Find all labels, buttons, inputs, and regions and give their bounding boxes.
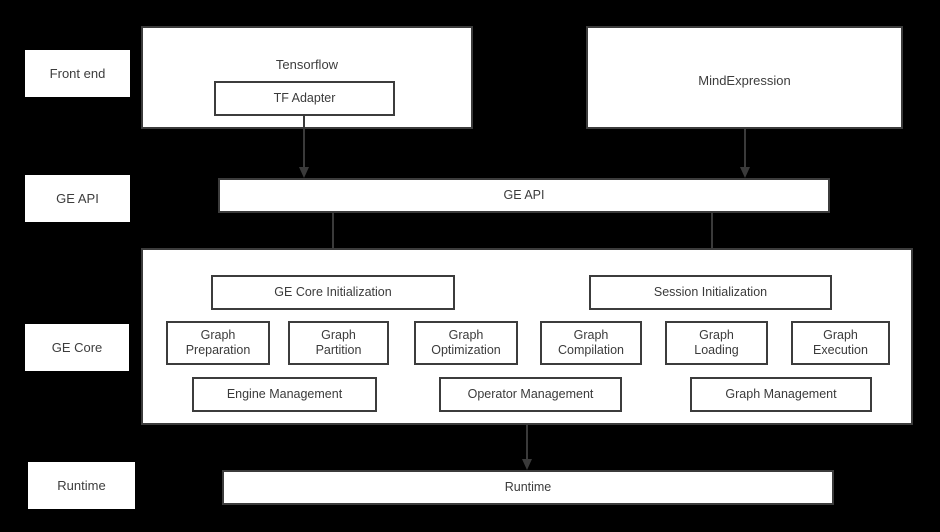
graph-optimization-box[interactable]: Graph Optimization (414, 321, 518, 365)
mindexpression-panel[interactable]: MindExpression (586, 26, 903, 129)
ge-core-panel[interactable]: GE Core Initialization Session Initializ… (141, 248, 913, 425)
mindexpression-title: MindExpression (698, 73, 791, 88)
graph-execution-box[interactable]: Graph Execution (791, 321, 890, 365)
tensorflow-title: Tensorflow (275, 57, 339, 72)
arrow-mindexpression-to-ge-api (738, 129, 752, 178)
arrow-ge-core-to-runtime (520, 425, 534, 470)
arrow-tf-adapter-to-ge-api (297, 114, 311, 178)
tf-adapter-box[interactable]: TF Adapter (214, 81, 395, 116)
stage-label-ge-api: GE API (25, 175, 130, 222)
graph-management-box[interactable]: Graph Management (690, 377, 872, 412)
ge-api-bar[interactable]: GE API (218, 178, 830, 213)
ge-core-initialization-box[interactable]: GE Core Initialization (211, 275, 455, 310)
graph-compilation-box[interactable]: Graph Compilation (540, 321, 642, 365)
runtime-bar[interactable]: Runtime (222, 470, 834, 505)
graph-preparation-box[interactable]: Graph Preparation (166, 321, 270, 365)
tensorflow-panel[interactable]: Tensorflow TF Adapter (141, 26, 473, 129)
stage-label-runtime: Runtime (28, 462, 135, 509)
session-initialization-box[interactable]: Session Initialization (589, 275, 832, 310)
stage-label-ge-core: GE Core (25, 324, 129, 371)
graph-loading-box[interactable]: Graph Loading (665, 321, 768, 365)
stage-label-front-end: Front end (25, 50, 130, 97)
graph-partition-box[interactable]: Graph Partition (288, 321, 389, 365)
operator-management-box[interactable]: Operator Management (439, 377, 622, 412)
engine-management-box[interactable]: Engine Management (192, 377, 377, 412)
